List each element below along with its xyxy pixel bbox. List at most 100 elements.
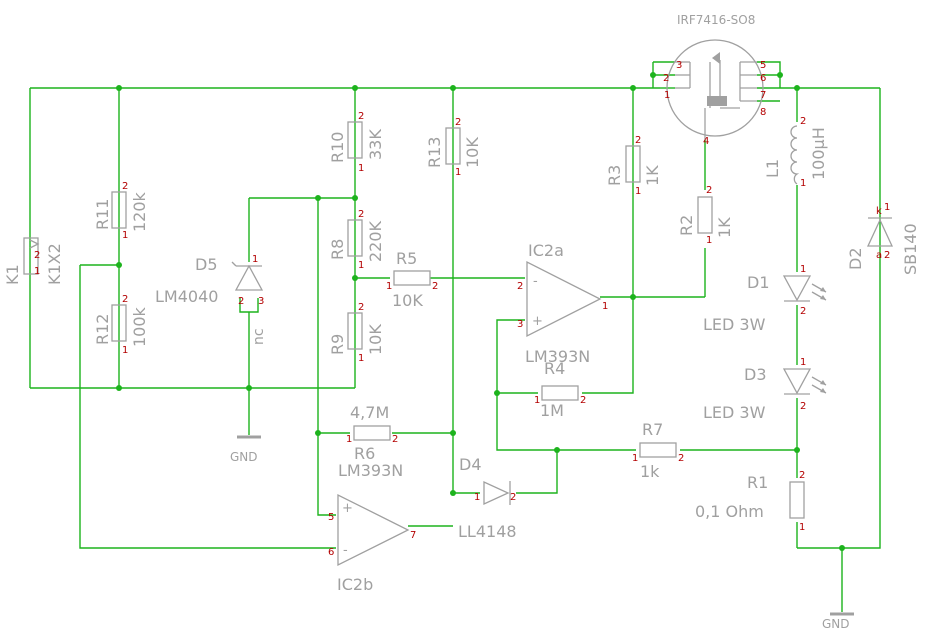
resistor-r12: 2 1 R12 100k (93, 294, 149, 356)
svg-text:1: 1 (664, 90, 670, 101)
comparator-ic2b: + - 5 6 7 LM393N IC2b (328, 461, 416, 594)
svg-text:k: k (876, 206, 882, 217)
svg-text:R12: R12 (93, 314, 112, 345)
svg-text:1: 1 (358, 353, 364, 364)
svg-text:2: 2 (663, 73, 669, 84)
svg-text:1: 1 (635, 186, 641, 197)
svg-text:1: 1 (799, 522, 805, 533)
svg-text:1: 1 (474, 492, 480, 503)
svg-text:2: 2 (799, 470, 805, 481)
svg-text:7: 7 (410, 530, 416, 541)
svg-text:IC2a: IC2a (528, 241, 564, 260)
svg-text:6: 6 (328, 547, 334, 558)
svg-text:2: 2 (358, 209, 364, 220)
svg-text:2: 2 (122, 294, 128, 305)
svg-text:GND: GND (230, 450, 258, 464)
svg-text:2: 2 (455, 117, 461, 128)
resistor-r13: 2 1 R13 10K (425, 117, 482, 178)
svg-text:2: 2 (510, 492, 516, 503)
resistor-r3: 2 1 R3 1K (605, 135, 662, 197)
svg-text:LED 3W: LED 3W (703, 403, 766, 422)
k1-name: K1 (3, 264, 22, 285)
mosfet-q1: 3 2 1 4 5 6 7 8 IRF7416-SO8 (663, 13, 766, 147)
svg-text:2: 2 (432, 281, 438, 292)
resistor-r5: 1 2 R5 10K (386, 249, 438, 310)
svg-text:1: 1 (602, 301, 608, 312)
svg-text:100µH: 100µH (809, 127, 828, 180)
svg-text:3: 3 (676, 60, 682, 71)
svg-text:1: 1 (534, 395, 540, 406)
svg-text:1: 1 (706, 235, 712, 246)
svg-text:2: 2 (122, 181, 128, 192)
resistor-r1: 2 1 R1 0,1 Ohm (695, 470, 805, 533)
svg-text:-: - (343, 543, 348, 558)
svg-text:D1: D1 (747, 273, 770, 292)
svg-text:5: 5 (328, 512, 334, 523)
svg-text:D5: D5 (195, 255, 218, 274)
svg-text:1K: 1K (643, 165, 662, 186)
svg-text:1: 1 (455, 167, 461, 178)
svg-text:220K: 220K (366, 220, 385, 262)
svg-text:R4: R4 (544, 359, 565, 378)
svg-text:R2: R2 (677, 215, 696, 236)
svg-text:5: 5 (760, 60, 766, 71)
resistor-r10: 2 1 R10 33K (328, 111, 385, 174)
svg-text:IRF7416-SO8: IRF7416-SO8 (677, 13, 755, 27)
svg-text:1: 1 (358, 260, 364, 271)
svg-text:R8: R8 (328, 239, 347, 260)
svg-text:1k: 1k (640, 462, 660, 481)
svg-text:D2: D2 (846, 248, 865, 271)
svg-text:1: 1 (800, 357, 806, 368)
svg-text:8: 8 (760, 107, 766, 118)
svg-text:2: 2 (635, 135, 641, 146)
reference-d5: 1 2 3 D5 LM4040 nc (155, 254, 267, 345)
svg-text:120k: 120k (130, 191, 149, 232)
svg-text:+: + (342, 501, 353, 516)
svg-text:1: 1 (632, 453, 638, 464)
svg-text:-: - (533, 274, 538, 289)
led-d1: 1 2 D1 LED 3W (703, 264, 827, 334)
svg-text:L1: L1 (763, 159, 782, 178)
svg-text:R7: R7 (642, 420, 663, 439)
wires (29, 61, 881, 612)
svg-text:R11: R11 (93, 199, 112, 230)
svg-text:IC2b: IC2b (337, 575, 373, 594)
svg-text:2: 2 (800, 116, 806, 127)
svg-text:6: 6 (760, 73, 766, 84)
svg-text:1: 1 (358, 163, 364, 174)
diode-d2: k a 1 2 D2 SB140 (846, 202, 920, 275)
svg-text:LED 3W: LED 3W (703, 315, 766, 334)
led-d3: 1 2 D3 LED 3W (703, 357, 827, 422)
svg-text:2: 2 (706, 185, 712, 196)
svg-text:33K: 33K (366, 129, 385, 160)
svg-text:2: 2 (800, 401, 806, 412)
svg-text:R5: R5 (396, 249, 417, 268)
svg-text:1: 1 (800, 178, 806, 189)
svg-text:1: 1 (122, 230, 128, 241)
ground-left: GND (230, 435, 261, 464)
svg-text:2: 2 (358, 111, 364, 122)
svg-text:4: 4 (703, 136, 709, 147)
resistor-r4: 1 2 R4 1M (534, 359, 586, 420)
svg-text:3: 3 (517, 319, 523, 330)
svg-text:4,7M: 4,7M (350, 403, 389, 422)
svg-text:1: 1 (386, 281, 392, 292)
resistor-r11: 2 1 R11 120k (93, 181, 149, 241)
inductor-l1: 2 1 L1 100µH (763, 116, 828, 189)
svg-text:a: a (876, 250, 882, 261)
resistor-r6: 1 2 4,7M R6 (346, 403, 398, 463)
svg-text:1: 1 (800, 264, 806, 275)
svg-text:R1: R1 (747, 473, 768, 492)
svg-text:2: 2 (884, 250, 890, 261)
svg-text:2: 2 (392, 434, 398, 445)
svg-text:2: 2 (678, 453, 684, 464)
svg-text:0,1 Ohm: 0,1 Ohm (695, 502, 764, 521)
svg-text:10K: 10K (463, 137, 482, 168)
connector-k1: 2 1 K1 K1X2 (3, 237, 64, 285)
svg-text:1: 1 (346, 434, 352, 445)
svg-text:2: 2 (580, 395, 586, 406)
svg-text:3: 3 (258, 296, 264, 307)
svg-text:100k: 100k (130, 306, 149, 347)
k1-value: K1X2 (45, 243, 64, 285)
svg-text:GND: GND (822, 617, 850, 631)
